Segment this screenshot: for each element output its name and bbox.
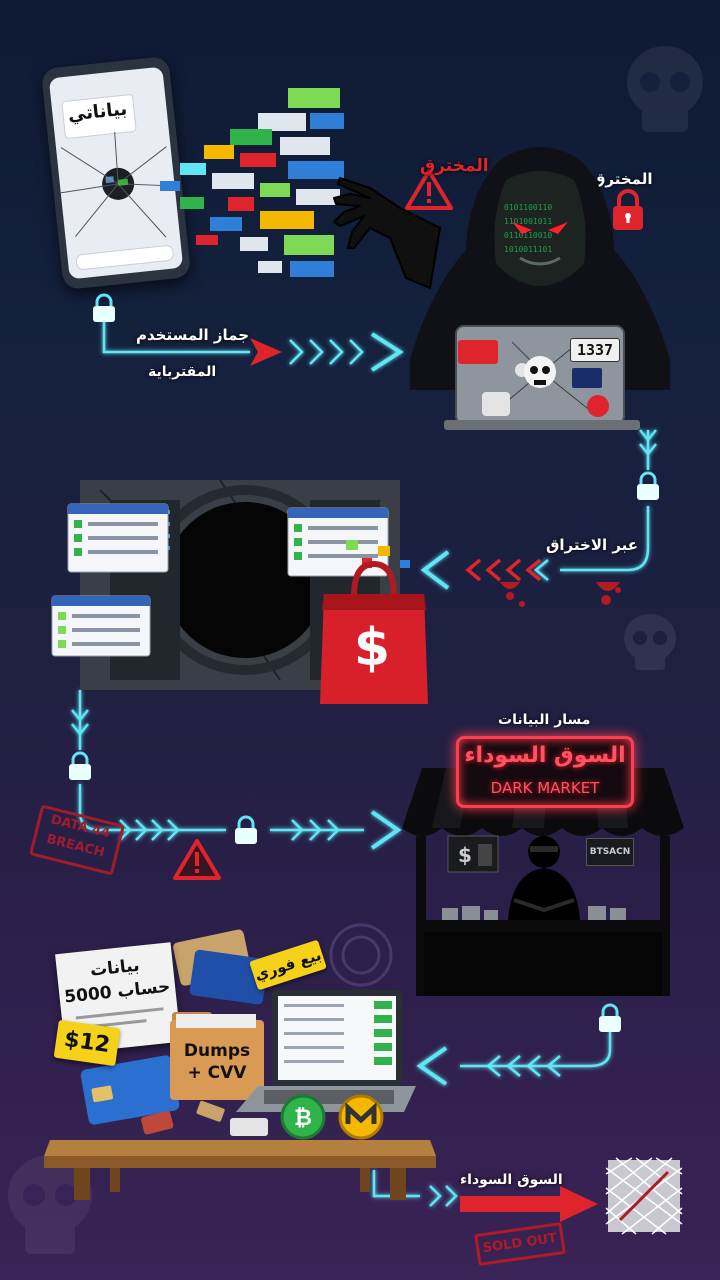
user-device-label-1: جماز المستخدم [136,326,250,344]
cracked-screen-icon [60,131,175,238]
hacker-label: المخترق [592,170,653,188]
user-device-label-2: المقترباية [148,364,217,380]
lock-icon [69,751,91,780]
smartphone: بياناتي [40,55,192,291]
black-market-bottom-label: السوق السوداء [460,1172,563,1188]
data-window [67,503,169,573]
lock-icon [93,293,115,322]
data-window [51,595,151,657]
warning-icon [405,169,453,210]
dark-market-neon-sign: السوق السوداء DARK MARKET [456,736,634,808]
lock-icon [599,1003,621,1032]
credit-card-icon [80,1055,180,1125]
bg-skull-icon [624,614,676,670]
folder-label-line1: Dumps [183,1041,251,1061]
dollar-icon: $ [353,618,391,678]
warning-icon [173,839,221,880]
dark-market-title-ar: السوق السوداء [464,743,626,768]
svg-text:₿: ₿ [294,1106,312,1131]
folder-label-line2: + CVV [187,1063,247,1083]
dark-market-title-en: DARK MARKET [490,779,600,797]
shopping-bag-icon [320,540,428,704]
svg-text:1101001011: 1101001011 [504,217,552,226]
table-clutter [141,1100,268,1136]
svg-text:0110110010: 0110110010 [504,231,552,240]
lock-icon [637,471,659,500]
hacker-hand-icon [333,177,441,289]
bg-skull-icon [627,46,703,132]
broken-card-icon [605,1157,683,1235]
hacker-label-red: المخترق [420,156,489,176]
svg-text:1010011101: 1010011101 [504,245,552,254]
data-stream [160,88,344,277]
bg-swirl [329,923,393,987]
credit-card-icon [173,929,269,1005]
via-breach-label: عبر الاختراق [546,536,639,554]
lock-icon [235,815,257,844]
bg-skull-icon [8,1155,92,1254]
market-laptop [236,990,416,1112]
stall-sign: BTSACN [586,838,634,866]
wooden-table [44,1140,436,1200]
folder-label: Dumps + CVV [172,1040,262,1084]
bitcoin-icon: ₿ [280,1094,326,1140]
monero-icon [338,1094,384,1140]
data-path-label: مسار البيانات [498,712,591,728]
folder-icon [170,1012,264,1100]
laptop-sticker-1337: 1337 [570,338,620,362]
svg-text:0101100110: 0101100110 [504,203,552,212]
lock-icon [613,189,643,230]
svg-text:$: $ [458,843,472,867]
